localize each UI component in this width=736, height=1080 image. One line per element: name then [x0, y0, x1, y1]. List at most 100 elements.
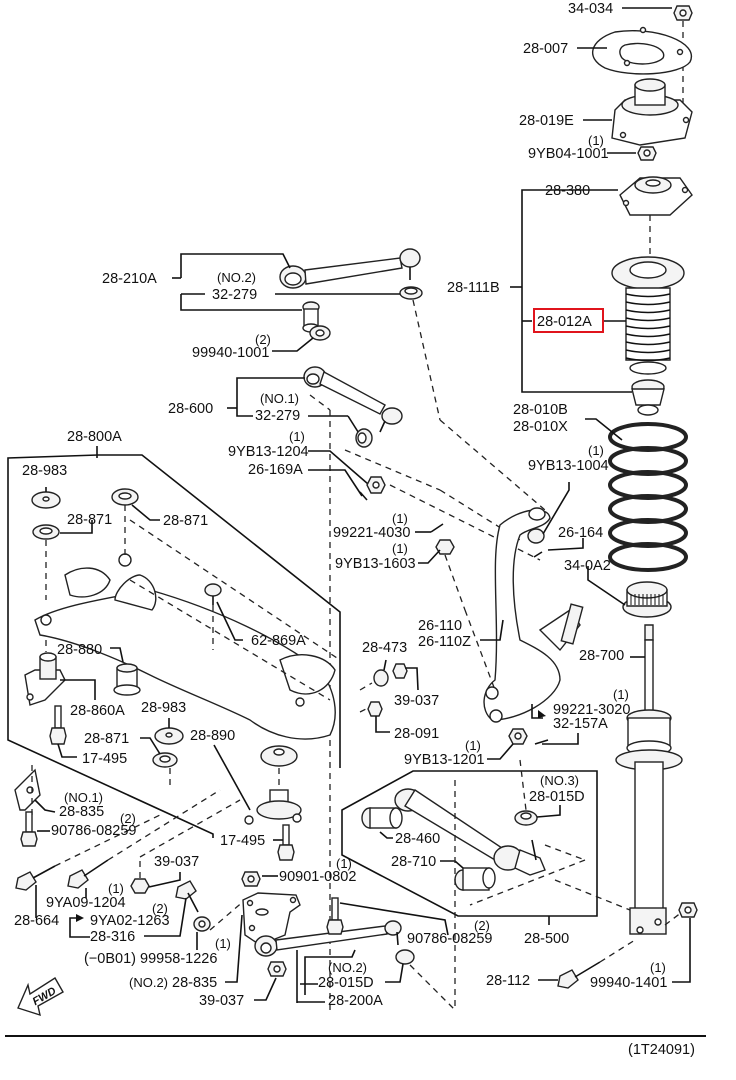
label-9YB04-1001[interactable]: 9YB04-1001 [528, 146, 609, 162]
label-90901-0802[interactable]: 90901-0802 [279, 869, 356, 885]
upper-seat-28-380[interactable] [619, 176, 693, 216]
label-28-200A[interactable]: 28-200A [328, 993, 383, 1009]
label-28-316[interactable]: 28-316 [90, 929, 135, 945]
label-9YA09-1204[interactable]: 9YA09-1204 [46, 895, 126, 911]
coil-spring-28-010X[interactable] [608, 422, 688, 572]
label-28-983-b[interactable]: 28-983 [141, 700, 186, 716]
bracket-28-835-no2[interactable] [242, 892, 301, 946]
bracket-28-835-no1[interactable] [14, 768, 41, 811]
label-28-210A[interactable]: 28-210A [102, 271, 157, 287]
label-28-460[interactable]: 28-460 [395, 831, 440, 847]
label-17-495-b[interactable]: 17-495 [220, 833, 265, 849]
label-32-279-no1[interactable]: 32-279 [255, 408, 300, 424]
label-28-835-no1[interactable]: 28-835 [59, 804, 104, 820]
label-28-091[interactable]: 28-091 [394, 726, 439, 742]
label-28-983-a[interactable]: 28-983 [22, 463, 67, 479]
trailing-link-28-200A[interactable] [254, 920, 402, 957]
label-28-111B[interactable]: 28-111B [447, 280, 500, 296]
label-99940-1401[interactable]: 99940-1401 [590, 975, 667, 991]
knuckle-26-110[interactable] [483, 507, 584, 723]
nut-9YB13-1201[interactable] [508, 728, 528, 745]
nut-39-037-c[interactable] [267, 961, 287, 977]
label-90786-08259-a[interactable]: 90786-08259 [51, 823, 136, 839]
mount-28-019E[interactable] [611, 78, 693, 146]
label-28-010X[interactable]: 28-010X [513, 419, 568, 435]
nut-90901-0802[interactable] [241, 871, 261, 887]
label-28-010B[interactable]: 28-010B [513, 402, 568, 418]
label-26-169A[interactable]: 26-169A [248, 462, 303, 478]
label-28-871-c[interactable]: 28-871 [84, 731, 129, 747]
plug-62-869A[interactable] [204, 583, 222, 605]
washer-28-871-c[interactable] [152, 752, 178, 768]
label-28-664[interactable]: 28-664 [14, 913, 59, 929]
washer-28-871-a[interactable] [32, 524, 60, 540]
bracket-28-860A[interactable] [24, 652, 66, 706]
plate-28-007[interactable] [592, 26, 693, 75]
bolt-17-495-b[interactable] [277, 824, 295, 861]
label-28-860A[interactable]: 28-860A [70, 703, 125, 719]
nut-9YB13-1004[interactable] [527, 528, 545, 544]
bushing-28-015D-no3[interactable] [514, 810, 538, 826]
bolt-28-664[interactable] [15, 865, 56, 891]
bolt-17-495-a[interactable] [49, 705, 67, 745]
nut-39-037-b[interactable] [130, 878, 150, 894]
cotter-99221-4030[interactable] [430, 523, 444, 533]
bushing-32-279-no1[interactable] [355, 428, 373, 448]
label-90786-08259-b[interactable]: 90786-08259 [407, 931, 492, 947]
label-26-164[interactable]: 26-164 [558, 525, 603, 541]
bushing-28-880[interactable] [113, 663, 141, 696]
label-28-871-b[interactable]: 28-871 [163, 513, 208, 529]
label-26-110Z[interactable]: 26-110Z [418, 634, 471, 650]
label-28-007[interactable]: 28-007 [523, 41, 568, 57]
nut-39-037-a[interactable] [392, 663, 408, 679]
spring-seat-34-0A2[interactable] [622, 581, 672, 618]
label-9YB13-1201[interactable]: 9YB13-1201 [404, 752, 485, 768]
label-39-037-b[interactable]: 39-037 [154, 854, 199, 870]
crossmember-28-800A[interactable] [34, 553, 336, 740]
cotter-pin-99221-3020[interactable] [534, 739, 549, 745]
bushing-28-460[interactable] [361, 807, 403, 829]
mount-28-983-b[interactable] [154, 727, 184, 745]
label-28-473[interactable]: 28-473 [362, 640, 407, 656]
label-28-890[interactable]: 28-890 [190, 728, 235, 744]
label-34-034[interactable]: 34-034 [568, 1, 613, 17]
label-28-871-a[interactable]: 28-871 [67, 512, 112, 528]
bushing-32-279-no2[interactable] [399, 286, 423, 300]
label-17-495-a[interactable]: 17-495 [82, 751, 127, 767]
label-28-800A[interactable]: 28-800A [67, 429, 122, 445]
bump-rubber-28-010B[interactable] [631, 379, 665, 416]
bolt-9YA09-1204[interactable] [67, 859, 109, 889]
label-28-600[interactable]: 28-600 [168, 401, 213, 417]
label-28-019E[interactable]: 28-019E [519, 113, 574, 129]
label-9YB13-1603[interactable]: 9YB13-1603 [335, 556, 416, 572]
label-99221-4030[interactable]: 99221-4030 [333, 525, 410, 541]
bushing-28-473[interactable] [373, 669, 389, 687]
label-28-015D-no2[interactable]: 28-015D [318, 975, 374, 991]
label-28-112[interactable]: 28-112 [486, 973, 530, 989]
mount-28-983-a[interactable] [31, 491, 61, 509]
pin-26-164[interactable] [533, 551, 543, 558]
shock-absorber-28-700[interactable] [615, 624, 683, 935]
label-28-710[interactable]: 28-710 [391, 854, 436, 870]
label-28-500[interactable]: 28-500 [524, 931, 569, 947]
nut-99940-1401[interactable] [678, 902, 698, 918]
label-99940-1001[interactable]: 99940-1001 [192, 345, 269, 361]
label-99221-3020[interactable]: 99221-3020 [553, 702, 630, 718]
cotter-pin-26-169A[interactable] [359, 491, 368, 501]
nut-9YB04-1001[interactable] [637, 146, 657, 161]
nut-34-034[interactable] [673, 5, 693, 21]
bushing-28-710[interactable] [454, 867, 496, 891]
bolt-28-112[interactable] [557, 961, 601, 989]
lateral-link-28-210A[interactable] [279, 248, 421, 289]
label-28-880[interactable]: 28-880 [57, 642, 102, 658]
label-28-012A[interactable]: 28-012A [537, 314, 592, 330]
nut-28-091[interactable] [367, 701, 383, 717]
label-39-037-a[interactable]: 39-037 [394, 693, 439, 709]
bolt-9YA02-1263[interactable] [175, 880, 199, 913]
label-9YB13-1004[interactable]: 9YB13-1004 [528, 458, 609, 474]
label-28-380[interactable]: 28-380 [545, 183, 590, 199]
label-32-279-no2[interactable]: 32-279 [212, 287, 257, 303]
mount-28-890[interactable] [244, 745, 302, 825]
bolt-90786-08259-b[interactable] [326, 897, 344, 935]
label-99958-1226[interactable]: (−0B01) 99958-1226 [84, 951, 217, 967]
